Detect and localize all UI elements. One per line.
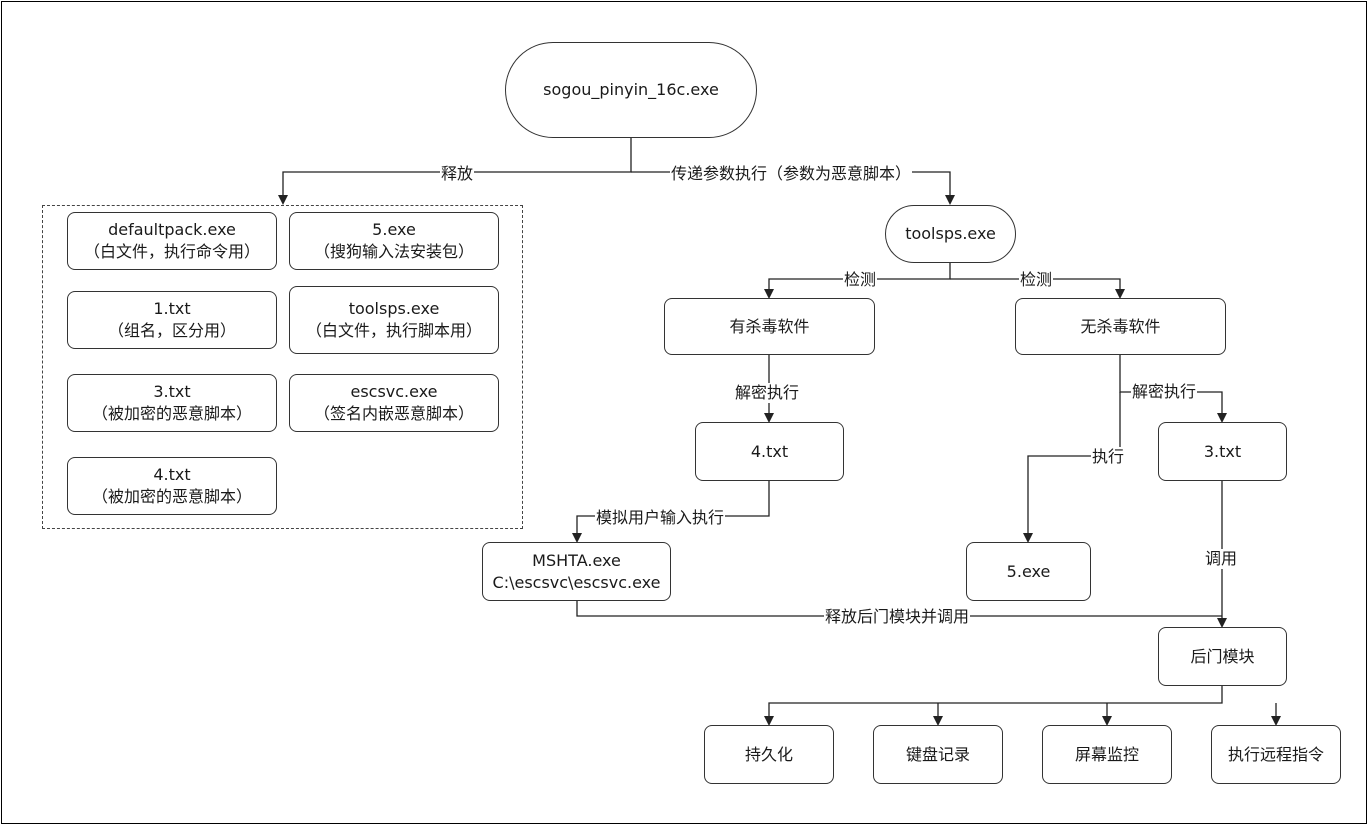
file-defaultpack: defaultpack.exe （白文件，执行命令用） xyxy=(67,212,277,270)
persist-node: 持久化 xyxy=(704,725,834,784)
label-release: 释放 xyxy=(440,164,475,184)
node-label: 键盘记录 xyxy=(905,744,970,764)
node-label: 无杀毒软件 xyxy=(1080,316,1161,336)
file-desc: （搜狗输入法安装包） xyxy=(313,242,474,261)
file-name: 3.txt xyxy=(153,382,191,401)
label-release-backdoor: 释放后门模块并调用 xyxy=(824,607,971,627)
label-decrypt-right: 解密执行 xyxy=(1131,382,1198,402)
file-1txt: 1.txt （组名，区分用） xyxy=(67,291,277,349)
backdoor-node: 后门模块 xyxy=(1158,627,1287,686)
has-av-node: 有杀毒软件 xyxy=(664,298,875,355)
node-label: 5.exe xyxy=(1006,561,1051,581)
node-label: 4.txt xyxy=(750,441,789,461)
node-label-line2: C:\escsvc\escsvc.exe xyxy=(492,572,661,592)
label-execute: 执行 xyxy=(1091,447,1126,467)
file-name: toolsps.exe xyxy=(348,299,440,318)
node-label: 屏幕监控 xyxy=(1074,744,1139,764)
edge-toolsps-noav xyxy=(950,278,1125,299)
node-label: 后门模块 xyxy=(1190,646,1255,666)
node-label: 有杀毒软件 xyxy=(729,316,810,336)
node-label: 持久化 xyxy=(744,744,793,764)
screen-monitor-node: 屏幕监控 xyxy=(1042,725,1172,784)
file-toolsps: toolsps.exe （白文件，执行脚本用） xyxy=(289,286,499,354)
released-files-group xyxy=(42,205,523,529)
file-desc: （白文件，执行命令用） xyxy=(83,242,260,261)
file-4txt: 4.txt （被加密的恶意脚本） xyxy=(67,457,277,515)
node-label: 执行远程指令 xyxy=(1227,744,1324,764)
edge-backdoor-children xyxy=(764,686,1223,726)
label-pass-args: 传递参数执行（参数为恶意脚本） xyxy=(670,164,913,184)
txt3-node: 3.txt xyxy=(1158,422,1287,481)
node-label: 3.txt xyxy=(1203,441,1242,461)
file-desc: （白文件，执行脚本用） xyxy=(305,321,482,340)
txt4-node: 4.txt xyxy=(695,422,844,481)
label-simulate-input: 模拟用户输入执行 xyxy=(595,508,726,528)
edge-mshta-backdoor xyxy=(576,601,1222,617)
mshta-node: MSHTA.exe C:\escsvc\escsvc.exe xyxy=(482,542,671,601)
file-name: 1.txt xyxy=(153,299,191,318)
edge-noav-5exe xyxy=(1023,392,1121,543)
root-exe-node: sogou_pinyin_16c.exe xyxy=(505,42,757,138)
file-desc: （签名内嵌恶意脚本） xyxy=(313,404,474,423)
file-escsvc: escsvc.exe （签名内嵌恶意脚本） xyxy=(289,374,499,432)
file-5exe: 5.exe （搜狗输入法安装包） xyxy=(289,212,499,270)
keylog-node: 键盘记录 xyxy=(873,725,1003,784)
no-av-node: 无杀毒软件 xyxy=(1015,298,1226,355)
node-label: sogou_pinyin_16c.exe xyxy=(543,80,719,99)
toolsps-node: toolsps.exe xyxy=(885,205,1016,263)
label-detect-right: 检测 xyxy=(1019,270,1054,290)
file-name: 4.txt xyxy=(153,465,191,484)
node-label: toolsps.exe xyxy=(905,224,996,243)
label-invoke: 调用 xyxy=(1204,549,1239,569)
node-label-line1: MSHTA.exe xyxy=(532,550,621,570)
remote-cmd-node: 执行远程指令 xyxy=(1211,725,1341,784)
file-name: defaultpack.exe xyxy=(108,220,236,239)
file-name: escsvc.exe xyxy=(350,382,438,401)
label-decrypt-left: 解密执行 xyxy=(734,383,801,403)
file-name: 5.exe xyxy=(372,220,416,239)
exe5-node: 5.exe xyxy=(966,542,1091,601)
file-desc: （组名，区分用） xyxy=(107,321,236,340)
file-3txt: 3.txt （被加密的恶意脚本） xyxy=(67,374,277,432)
file-desc: （被加密的恶意脚本） xyxy=(91,487,252,506)
label-detect-left: 检测 xyxy=(843,270,878,290)
file-desc: （被加密的恶意脚本） xyxy=(91,404,252,423)
